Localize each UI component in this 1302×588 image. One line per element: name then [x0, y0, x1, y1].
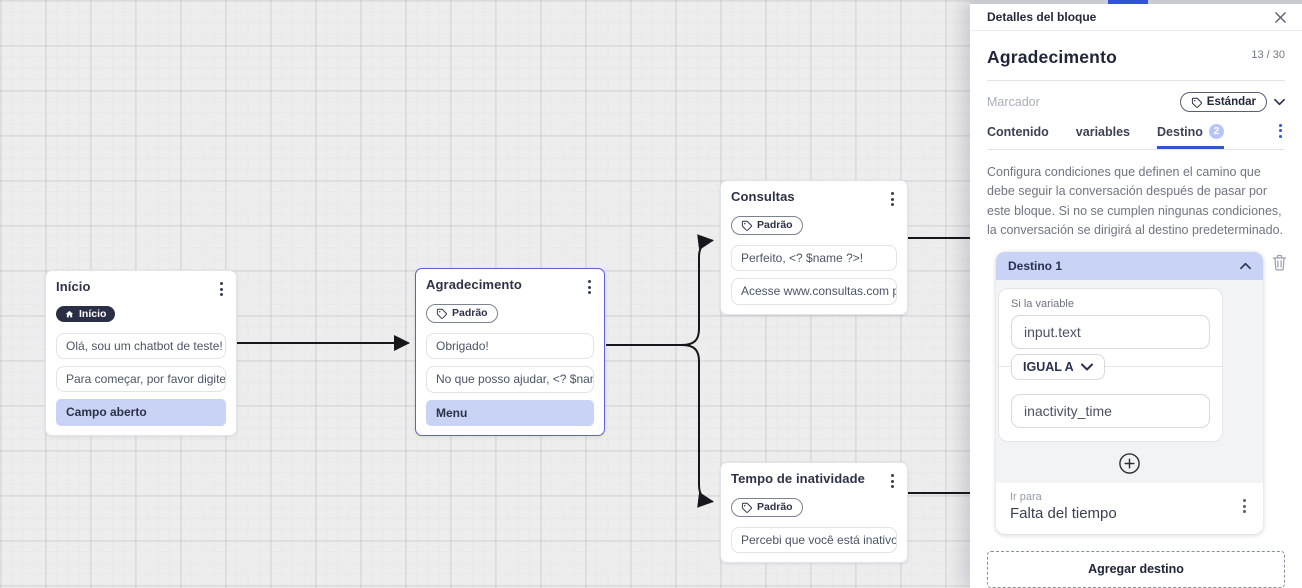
open-field-row[interactable]: Campo aberto	[56, 399, 226, 426]
message-bubble[interactable]: Perfeito, <? $name ?>!	[731, 244, 897, 272]
home-icon	[65, 310, 74, 317]
message-bubble[interactable]: Para começar, por favor digite o ...	[56, 365, 226, 393]
tag-icon	[741, 220, 752, 231]
destino-count-badge: 2	[1208, 124, 1224, 139]
variable-input[interactable]	[1011, 314, 1210, 349]
node-consultas[interactable]: Consultas Padrão Perfeito, <? $name ?>! …	[720, 180, 908, 315]
node-title: Consultas	[731, 189, 795, 204]
node-menu-icon[interactable]	[217, 279, 226, 300]
node-menu-icon[interactable]	[888, 189, 897, 210]
marker-placeholder[interactable]: Marcador	[987, 95, 1040, 109]
panel-tabs: Contenido variables Destino 2	[987, 123, 1285, 150]
message-bubble[interactable]: Percebi que você está inativo. C...	[731, 526, 897, 554]
tab-contenido[interactable]: Contenido	[987, 125, 1049, 139]
tab-destino[interactable]: Destino 2	[1157, 124, 1224, 149]
message-bubble[interactable]: Olá, sou um chatbot de teste!	[56, 332, 226, 359]
standard-badge: Padrão	[731, 215, 803, 235]
add-condition-icon[interactable]	[1118, 452, 1141, 475]
trash-icon[interactable]	[1272, 254, 1287, 276]
chevron-up-icon[interactable]	[1240, 262, 1251, 270]
tab-variables[interactable]: variables	[1075, 125, 1131, 139]
goto-value[interactable]: Falta del tiempo	[1010, 504, 1117, 522]
node-title: Início	[56, 279, 91, 294]
operator-dropdown[interactable]: IGUAL A	[1011, 353, 1105, 380]
standard-badge: Padrão	[731, 497, 803, 517]
start-badge: Início	[56, 305, 116, 323]
tabs-menu-icon[interactable]	[1276, 120, 1285, 141]
block-details-panel: Detalles del bloque Agradecimento 13 / 3…	[970, 0, 1302, 588]
node-title: Agradecimento	[426, 277, 522, 292]
message-bubble[interactable]: Acesse www.consultas.com par...	[731, 278, 897, 305]
tag-icon	[741, 502, 752, 513]
condition-label: Si la variable	[1011, 297, 1074, 310]
close-icon[interactable]	[1272, 9, 1289, 26]
destination-description: Configura condiciones que definen el cam…	[987, 165, 1283, 238]
menu-row[interactable]: Menu	[426, 399, 594, 426]
standard-tag-pill[interactable]: Estándar	[1179, 92, 1267, 112]
value-input[interactable]	[1011, 393, 1210, 428]
standard-badge: Padrão	[426, 303, 498, 323]
goto-menu-icon[interactable]	[1240, 496, 1249, 517]
destination-card: Destino 1 Si la variable IGUAL A	[996, 251, 1263, 534]
panel-title: Detalles del bloque	[987, 10, 1097, 24]
chevron-down-icon[interactable]	[1274, 98, 1285, 106]
divider	[987, 80, 1285, 81]
condition-box: Si la variable IGUAL A	[998, 287, 1223, 442]
message-bubble[interactable]: No que posso ajudar, <? $name ...	[426, 366, 594, 393]
node-menu-icon[interactable]	[888, 471, 897, 492]
tag-icon	[436, 308, 447, 319]
block-name[interactable]: Agradecimento	[987, 47, 1117, 67]
panel-top-strip	[970, 0, 1302, 4]
node-menu-icon[interactable]	[585, 277, 594, 298]
goto-row[interactable]: Ir para Falta del tiempo	[996, 482, 1263, 534]
chevron-down-icon	[1080, 363, 1093, 370]
destination-header[interactable]: Destino 1	[996, 251, 1263, 280]
add-destination-button[interactable]: Agregar destino	[987, 550, 1285, 588]
node-tempo-de-inatividade[interactable]: Tempo de inatividade Padrão Percebi que …	[720, 462, 908, 564]
node-inicio[interactable]: Início Início Olá, sou um chatbot de tes…	[45, 270, 237, 436]
tag-icon	[1191, 97, 1202, 108]
panel-top-strip-accent	[1108, 0, 1148, 4]
char-counter: 13 / 30	[1251, 49, 1285, 61]
condition-divider: IGUAL A	[999, 353, 1222, 380]
goto-label: Ir para	[1010, 490, 1042, 503]
node-agradecimento[interactable]: Agradecimento Padrão Obrigado! No que po…	[415, 268, 605, 436]
node-title: Tempo de inatividade	[731, 471, 865, 486]
message-bubble[interactable]: Obrigado!	[426, 332, 594, 360]
